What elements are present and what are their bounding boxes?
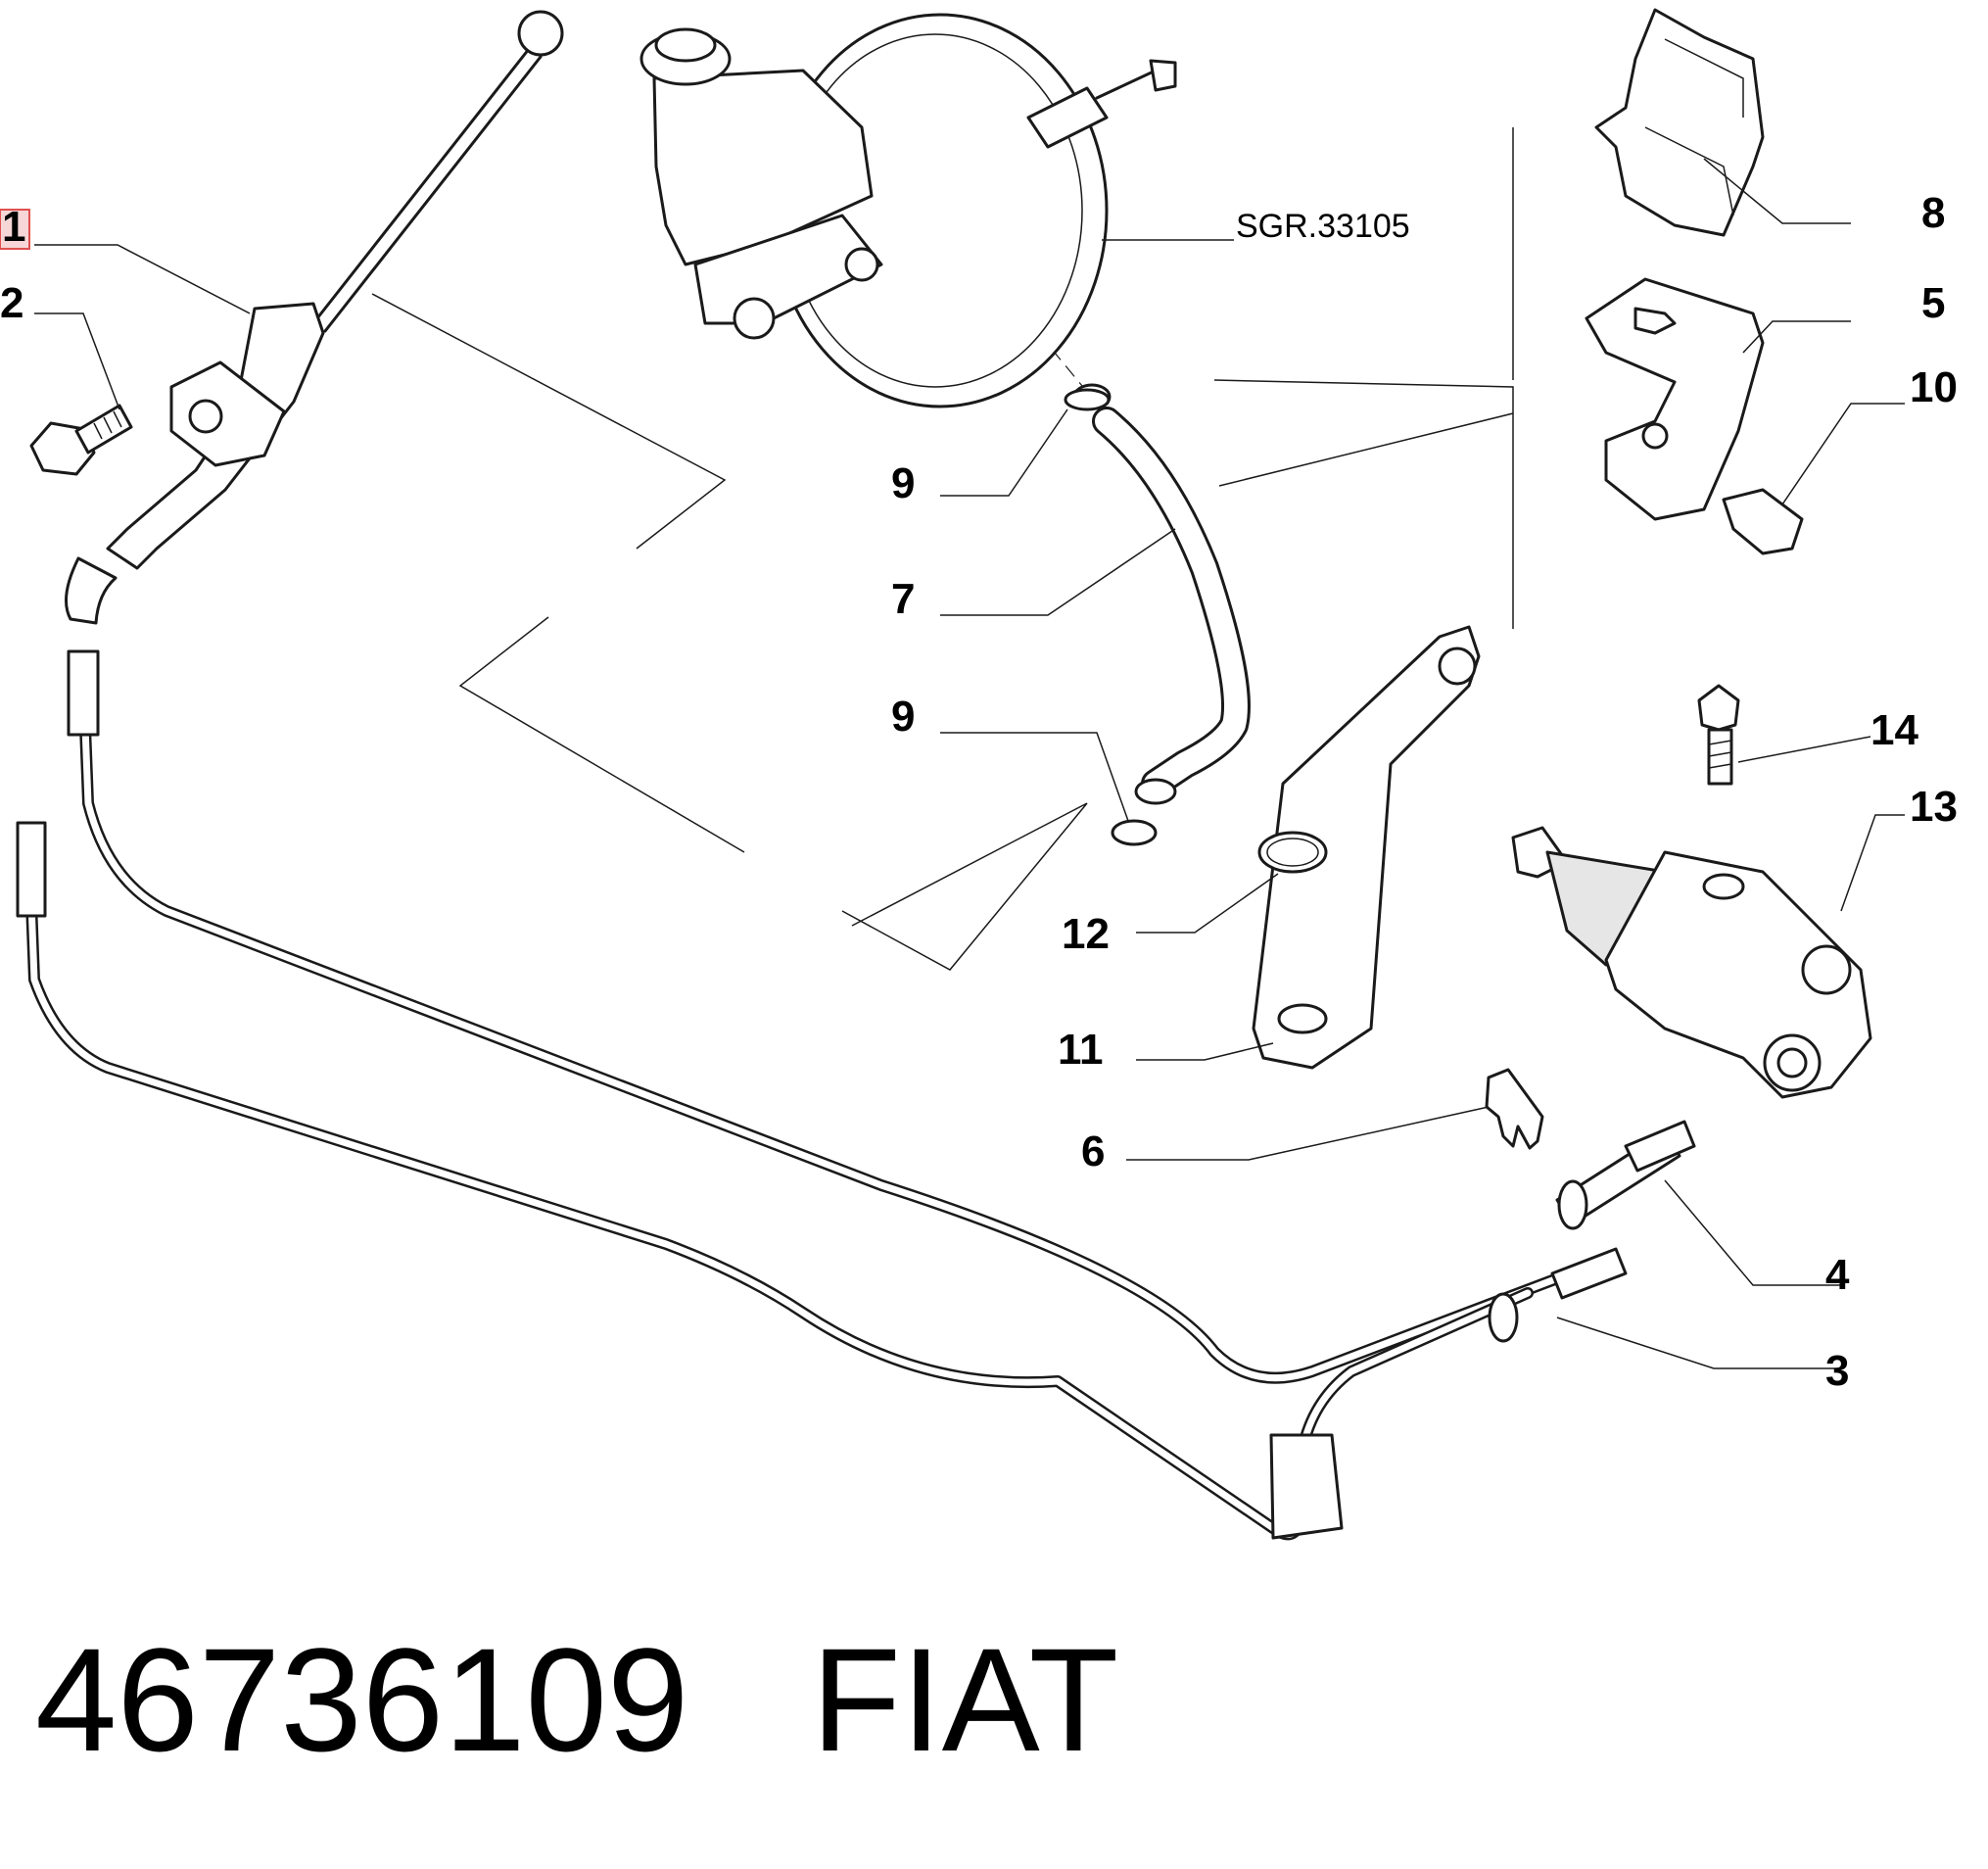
hose-clamp-upper <box>1064 388 1111 411</box>
callout-3: 3 <box>1825 1347 1849 1395</box>
callout-5: 5 <box>1921 279 1945 327</box>
part-number-footer: 46736109 FIAT <box>35 1626 1406 1773</box>
selected-part-highlight <box>0 209 30 250</box>
callout-9-upper: 9 <box>891 459 915 507</box>
callout-10: 10 <box>1910 363 1958 411</box>
callout-11: 11 <box>1058 1026 1104 1074</box>
mounting-bracket-part-5 <box>1585 277 1765 521</box>
hose-clamp-lower <box>1111 819 1158 846</box>
reference-note: SGR.33105 <box>1236 208 1410 245</box>
bolt-part-14 <box>1697 684 1740 786</box>
part-number: 46736109 <box>35 1617 689 1782</box>
leader-lines <box>34 127 1905 1369</box>
hydraulic-pipe-part-3 <box>16 821 1628 1541</box>
release-lever-part-11 <box>1252 625 1481 1070</box>
callout-4: 4 <box>1825 1251 1850 1299</box>
bolt-part-10 <box>1722 488 1804 555</box>
callout-13: 13 <box>1910 783 1958 831</box>
reservoir-hose-part-7 <box>1064 383 1251 846</box>
brand-name: FIAT <box>811 1617 1119 1782</box>
callout-8: 8 <box>1921 189 1945 237</box>
slave-cylinder-part-13 <box>1511 826 1872 1099</box>
callout-6: 6 <box>1081 1127 1105 1175</box>
bolt-part-2 <box>29 404 133 476</box>
hydraulic-pipe-part-4 <box>67 649 1696 1384</box>
callout-14: 14 <box>1870 706 1918 754</box>
clutch-hydraulics-diagram: 1 2 3 4 5 6 7 8 9 9 10 11 12 13 14 SGR.3… <box>0 8 1958 1541</box>
callout-9-lower: 9 <box>891 693 915 741</box>
callout-2: 2 <box>0 279 24 327</box>
clip-bracket-part-8 <box>1594 8 1765 237</box>
clutch-master-cylinder <box>65 10 564 625</box>
snap-ring-part-12 <box>1257 831 1328 874</box>
brake-booster-assembly <box>639 13 1177 408</box>
callout-12: 12 <box>1062 910 1110 958</box>
callout-labels: 1 2 3 4 5 6 7 8 9 9 10 11 12 13 14 SGR.3… <box>0 189 1958 1395</box>
retaining-clip-part-6 <box>1485 1068 1544 1150</box>
callout-1: 1 <box>2 203 25 251</box>
callout-7: 7 <box>891 575 915 623</box>
